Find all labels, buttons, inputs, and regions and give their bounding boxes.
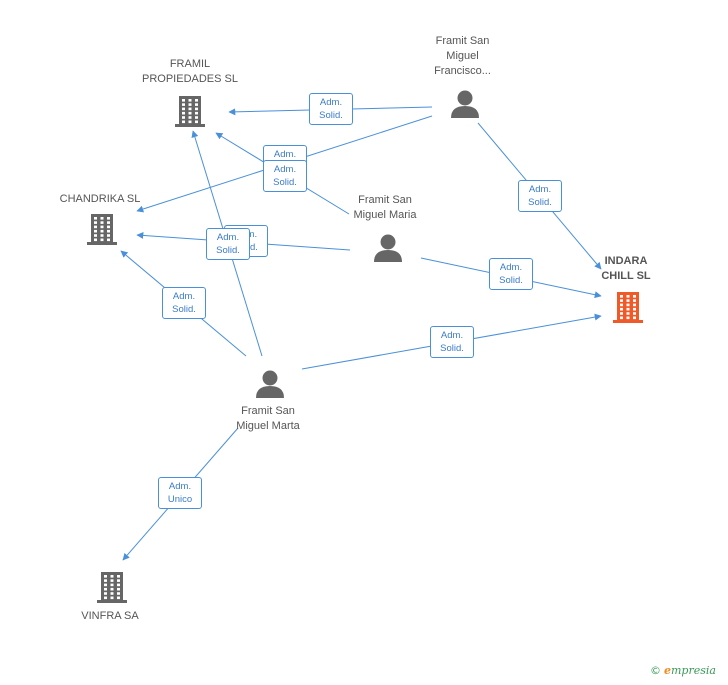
person-icon-marta[interactable] xyxy=(256,370,284,399)
edge-label-marta-indara[interactable]: Adm. Solid. xyxy=(430,326,474,358)
building-icon-indara[interactable] xyxy=(613,292,643,323)
edge-label-marta-vinfra[interactable]: Adm. Unico xyxy=(158,477,202,509)
building-icon-vinfra[interactable] xyxy=(97,572,127,603)
node-label-vinfra[interactable]: VINFRA SA xyxy=(81,610,139,622)
node-label-framil-propiedades[interactable]: FRAMIL PROPIEDADES SL xyxy=(142,58,238,85)
building-icon-framil[interactable] xyxy=(175,96,205,127)
empresia-logo-text: mpresia xyxy=(671,664,716,677)
edge-label-marta-chandrika[interactable]: Adm. Solid. xyxy=(162,287,206,319)
building-icon-chandrika[interactable] xyxy=(87,214,117,245)
person-icon-francisco[interactable] xyxy=(451,90,479,119)
node-label-person-maria[interactable]: Framit San Miguel Maria xyxy=(353,194,417,221)
edge-label-francisco-indara[interactable]: Adm. Solid. xyxy=(518,180,562,212)
node-label-person-francisco[interactable]: Framit San Miguel Francisco... xyxy=(434,35,491,77)
edge-label-francisco-framil[interactable]: Adm. Solid. xyxy=(309,93,353,125)
edge-label-marta-framil[interactable]: Adm. Solid. xyxy=(206,228,250,260)
edge-label-maria-indara[interactable]: Adm. Solid. xyxy=(489,258,533,290)
empresia-logo-initial: e xyxy=(664,664,671,677)
empresia-footer: ©empresia xyxy=(650,664,716,677)
node-label-indara-chill[interactable]: INDARA CHILL SL xyxy=(601,255,651,282)
person-icon-maria[interactable] xyxy=(374,234,402,263)
copyright-symbol: © xyxy=(650,664,661,677)
node-label-chandrika[interactable]: CHANDRIKA SL xyxy=(59,193,141,205)
edge-label-francisco-chandrika[interactable]: Adm. Solid. xyxy=(263,160,307,192)
node-label-person-marta[interactable]: Framit San Miguel Marta xyxy=(236,405,300,432)
